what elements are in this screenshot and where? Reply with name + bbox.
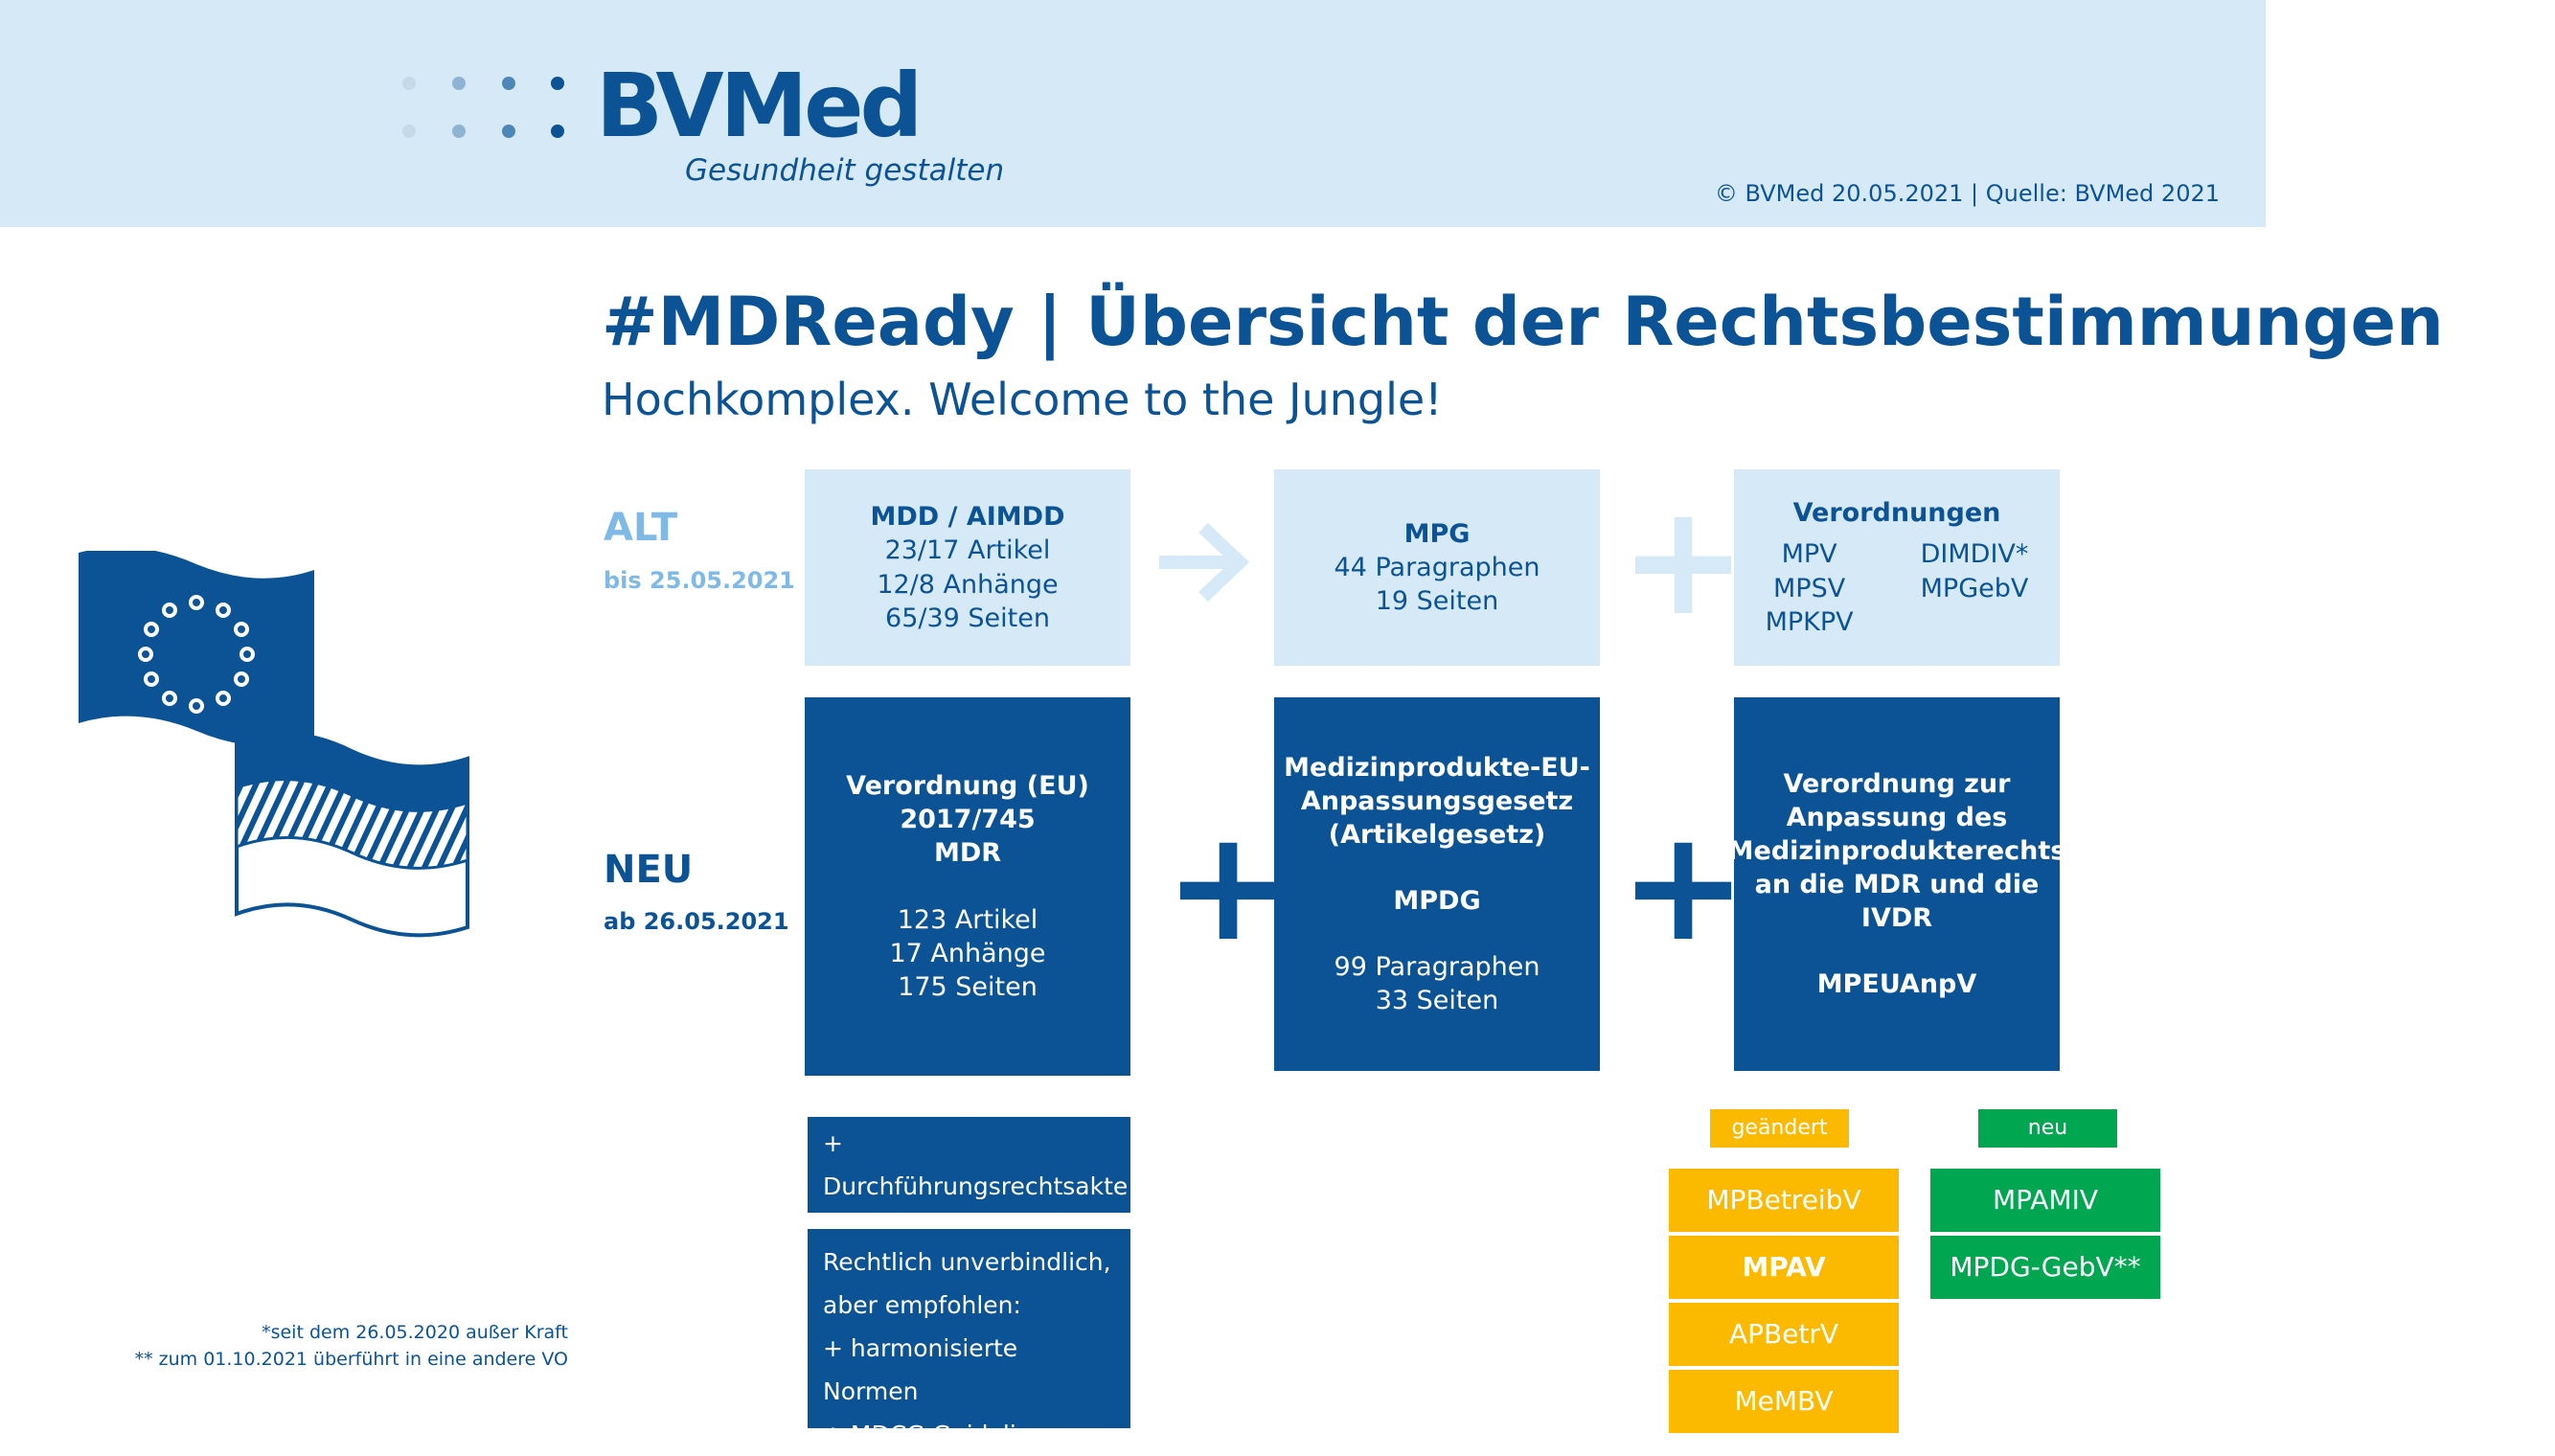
alt-box-mdd-title: MDD / AIMDD — [870, 502, 1065, 533]
alt-box-mpg-paragraphs: 44 Paragraphen — [1334, 552, 1540, 582]
arrow-right-icon — [1159, 522, 1250, 603]
recommended-standards-box: Rechtlich unverbindlich, aber empfohlen:… — [808, 1229, 1130, 1448]
eu-flag-icon — [79, 551, 314, 746]
neu-box-mpdg-line2: Anpassungsgesetz — [1300, 785, 1574, 816]
neu-box-mpeuanpv-line4: an die MDR und die — [1754, 870, 2040, 899]
new-regulation-mpamiv: MPAMIV — [1930, 1169, 2160, 1232]
changed-tag: geändert — [1710, 1109, 1849, 1148]
page-title: #MDReady | Übersicht der Rechtsbestimmun… — [602, 283, 2444, 361]
alt-box-mpg-title: MPG — [1403, 518, 1471, 549]
list-item: Rechtlich unverbindlich, — [823, 1248, 1111, 1276]
footnote: ** zum 01.10.2021 überführt in eine ande… — [134, 1349, 568, 1370]
neu-box-mpeuanpv-name: MPEUAnpV — [1816, 969, 1977, 1000]
regulation-mpkpv: MPKPV — [1765, 606, 1854, 637]
neu-box-mpeuanpv-line2: Anpassung des — [1786, 802, 2008, 832]
neu-box-mdr-line1: Verordnung (EU) — [846, 771, 1089, 802]
neu-box-mdr-articles: 123 Artikel — [897, 904, 1038, 935]
logo: BVMed — [596, 55, 923, 157]
list-item: + MDCG Guidelines — [823, 1421, 1060, 1448]
plus-icon: + — [1619, 470, 1748, 649]
neu-box-mpdg-name: MPDG — [1393, 886, 1481, 916]
regulation-mpv: MPV — [1781, 539, 1837, 570]
neu-box-mpeuanpv-line3: Medizinprodukterechts — [1727, 835, 2066, 866]
neu-box-mpeuanpv-line5: IVDR — [1860, 903, 1933, 934]
alt-label: ALT — [604, 506, 678, 550]
neu-box-mpeuanpv: Verordnung zur Anpassung des Medizinprod… — [1728, 697, 2065, 1071]
list-item: + Durchführungsrechtsakte — [823, 1129, 1129, 1200]
implementing-acts-box: + Durchführungsrechtsakte + Delegierte R… — [808, 1117, 1130, 1286]
neu-box-mpeuanpv-line1: Verordnung zur — [1783, 768, 2011, 799]
changed-regulation-apbetrv: APBetrV — [1669, 1303, 1899, 1366]
neu-date: ab 26.05.2021 — [604, 908, 789, 935]
neu-box-mdr-annexes: 17 Anhänge — [889, 938, 1046, 968]
alt-box-mpg: MPG 44 Paragraphen 19 Seiten — [1274, 469, 1600, 666]
neu-box-mpdg: Medizinprodukte-EU- Anpassungsgesetz (Ar… — [1274, 697, 1600, 1071]
german-flag-icon — [235, 732, 469, 938]
list-item: aber empfohlen: — [823, 1291, 1021, 1319]
alt-box-mpg-pages: 19 Seiten — [1375, 586, 1499, 617]
logo-tagline: Gesundheit gestalten — [685, 153, 1005, 188]
alt-box-mdd-articles: 23/17 Artikel — [884, 535, 1051, 566]
neu-box-mdr-pages: 175 Seiten — [898, 971, 1038, 1002]
neu-box-mdr-line2: 2017/745 — [900, 805, 1036, 835]
neu-box-mpdg-line3: (Artikelgesetz) — [1328, 819, 1546, 850]
neu-box-mdr-line3: MDR — [933, 838, 1002, 869]
plus-icon: + — [1164, 796, 1293, 975]
alt-box-mdd: MDD / AIMDD 23/17 Artikel 12/8 Anhänge 6… — [805, 469, 1130, 666]
neu-box-mpdg-paragraphs: 99 Paragraphen — [1334, 952, 1540, 983]
new-regulation-mpdg-gebv: MPDG-GebV** — [1930, 1236, 2160, 1299]
changed-regulation-membv: MeMBV — [1669, 1370, 1899, 1433]
footnote: *seit dem 26.05.2020 außer Kraft — [262, 1322, 568, 1343]
alt-box-verordnungen-title: Verordnungen — [1792, 498, 2001, 529]
regulation-mpsv: MPSV — [1773, 573, 1846, 603]
alt-box-mdd-annexes: 12/8 Anhänge — [877, 569, 1059, 600]
alt-date: bis 25.05.2021 — [604, 567, 795, 594]
regulation-mpgebv: MPGebV — [1920, 573, 2029, 603]
changed-regulation-mpav: MPAV — [1669, 1236, 1899, 1299]
alt-box-verordnungen: Verordnungen MPV MPSV MPKPV DIMDIV* MPGe… — [1734, 469, 2060, 666]
regulation-dimdiv: DIMDIV* — [1920, 539, 2029, 570]
changed-regulation-mpbetreibv: MPBetreibV — [1669, 1169, 1899, 1232]
new-tag: neu — [1978, 1109, 2117, 1148]
header-band — [0, 0, 2266, 227]
neu-box-mpdg-line1: Medizinprodukte-EU- — [1284, 752, 1590, 783]
alt-box-mdd-pages: 65/39 Seiten — [885, 603, 1050, 633]
neu-box-mdr: Verordnung (EU) 2017/745 MDR 123 Artikel… — [805, 697, 1130, 1076]
neu-box-mpdg-pages: 33 Seiten — [1375, 986, 1499, 1016]
logo-dots-icon — [402, 77, 575, 144]
neu-label: NEU — [604, 848, 694, 892]
page-subtitle: Hochkomplex. Welcome to the Jungle! — [602, 374, 1443, 425]
list-item: + harmonisierte Normen — [823, 1334, 1018, 1405]
plus-icon: + — [1619, 796, 1748, 975]
copyright: © BVMed 20.05.2021 | Quelle: BVMed 2021 — [1714, 180, 2220, 207]
